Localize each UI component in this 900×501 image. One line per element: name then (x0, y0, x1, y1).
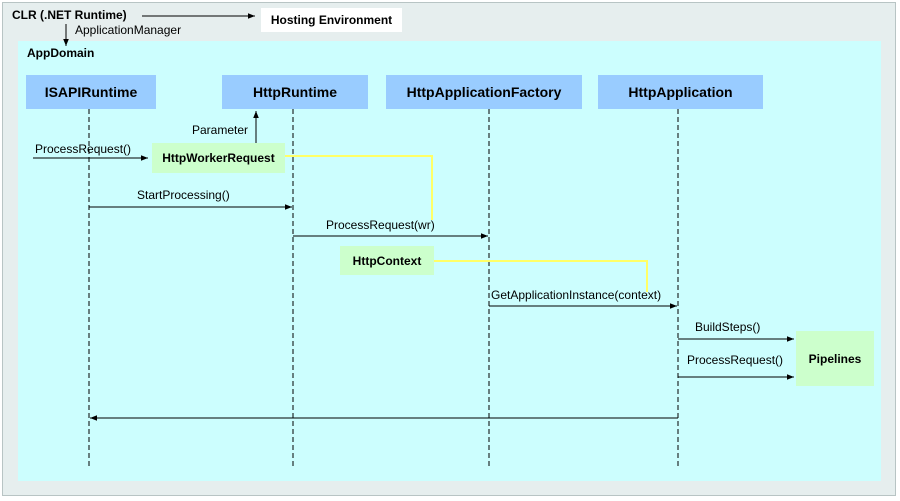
clr-title: CLR (.NET Runtime) (12, 8, 127, 22)
process-request-in-label: ProcessRequest() (35, 142, 132, 156)
lifeline-isapiruntime: ISAPIRuntime (26, 75, 156, 109)
lifeline-httpruntime: HttpRuntime (222, 75, 368, 109)
appdomain-title: AppDomain (27, 46, 95, 60)
lifeline-httpapplication: HttpApplication (598, 75, 763, 109)
lifelines-dashed (88, 109, 679, 466)
httpcontext-box: HttpContext (340, 246, 434, 275)
process-request-wr-label: ProcessRequest(wr) (326, 218, 435, 232)
build-steps-label: BuildSteps() (695, 320, 761, 334)
start-processing-label: StartProcessing() (137, 188, 230, 202)
application-manager-label: ApplicationManager (75, 23, 182, 37)
lifeline-httpapplicationfactory: HttpApplicationFactory (386, 75, 582, 109)
hosting-environment-box: Hosting Environment (261, 8, 402, 32)
process-request-pipe-label: ProcessRequest() (687, 353, 784, 367)
get-app-instance-label: GetApplicationInstance(context) (491, 288, 662, 302)
object-links (285, 155, 648, 292)
httpworkerrequest-box: HttpWorkerRequest (152, 143, 285, 173)
pipelines-box: Pipelines (796, 331, 874, 386)
parameter-label: Parameter (192, 123, 249, 137)
